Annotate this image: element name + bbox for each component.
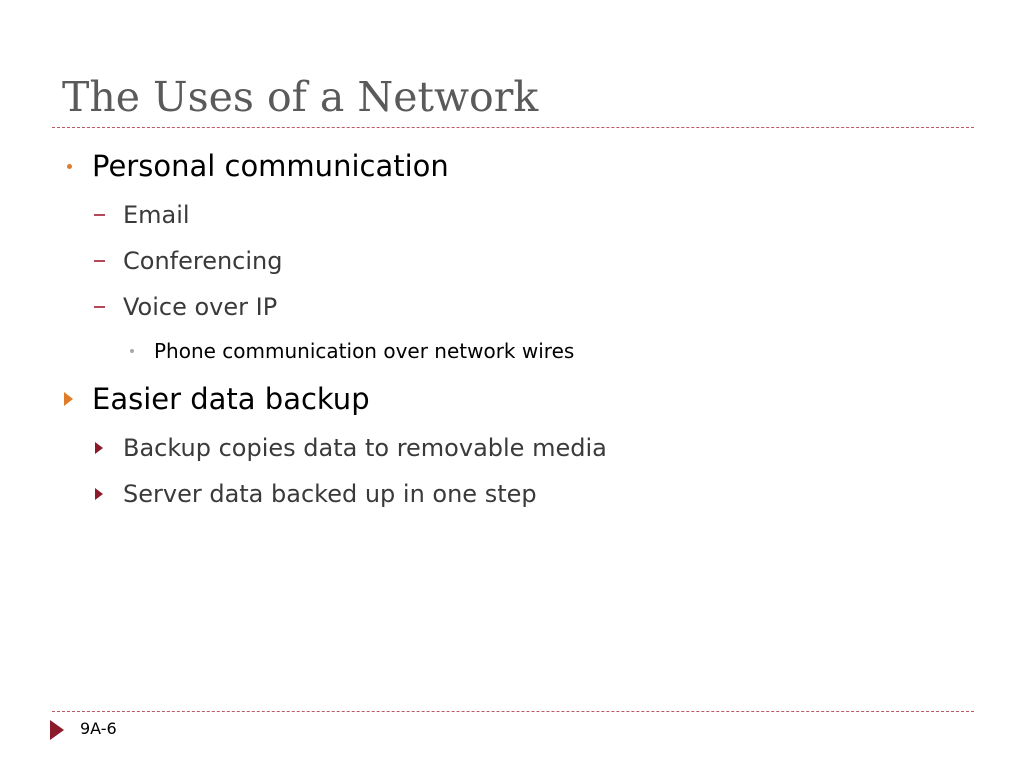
bullet-text: Backup copies data to removable media <box>123 434 607 462</box>
orange-triangle-bullet-icon <box>62 379 74 419</box>
bullet-text: Phone communication over network wires <box>154 339 575 363</box>
triangle-arrow-icon <box>50 720 64 740</box>
bullet-item: Phone communication over network wires <box>130 337 575 365</box>
bullet-item: Backup copies data to removable media <box>95 431 607 465</box>
bullet-item: Personal communication <box>66 146 449 186</box>
dash-bullet-icon <box>93 198 105 232</box>
bullet-text: Voice over IP <box>123 293 278 321</box>
bullet-item: Easier data backup <box>63 379 370 419</box>
bullet-item: Conferencing <box>93 244 283 278</box>
bullet-text: Conferencing <box>123 247 283 275</box>
dash-bullet-icon <box>93 244 105 278</box>
bullet-item: Email <box>93 198 190 232</box>
dash-bullet-icon <box>93 290 105 324</box>
bullet-text: Email <box>123 201 190 229</box>
bullet-item: Voice over IP <box>93 290 278 324</box>
bullet-item: Server data backed up in one step <box>95 477 537 511</box>
orange-dot-bullet-icon <box>64 146 74 186</box>
bullet-text: Personal communication <box>92 149 449 183</box>
maroon-triangle-bullet-icon <box>93 431 105 465</box>
page-number: 9A-6 <box>80 719 117 738</box>
grey-dot-bullet-icon <box>128 337 136 365</box>
footer-divider <box>52 711 974 712</box>
maroon-triangle-bullet-icon <box>93 477 105 511</box>
slide-title: The Uses of a Network <box>62 73 539 121</box>
bullet-text: Easier data backup <box>92 382 370 416</box>
title-divider <box>52 127 974 128</box>
bullet-text: Server data backed up in one step <box>123 480 537 508</box>
